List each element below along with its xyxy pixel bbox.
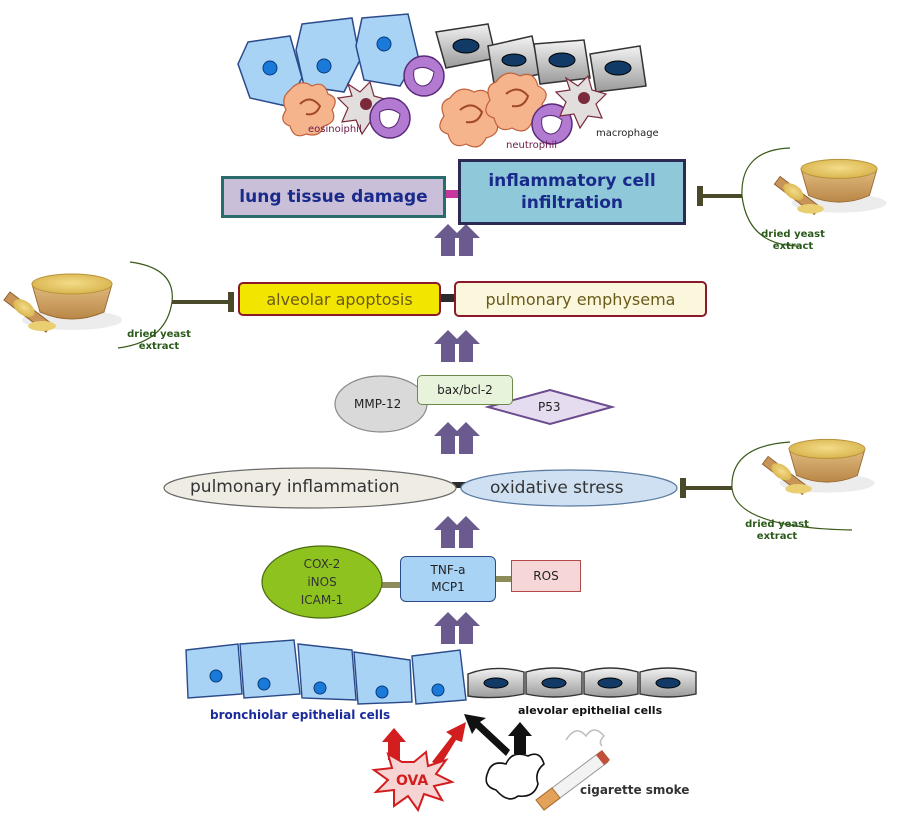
yeast-inhibitor-right bbox=[680, 438, 875, 531]
yeast-left-line2: extract bbox=[138, 341, 180, 352]
yeast-left-line1: dried yeast bbox=[127, 329, 191, 340]
yeast-label-right: dried yeast extract bbox=[732, 518, 822, 544]
bax-bcl2-box: bax/bcl-2 bbox=[417, 375, 513, 405]
yeast-inhibitor-top bbox=[697, 147, 887, 247]
eosinophil-label: eosinoiphil bbox=[308, 124, 362, 135]
cigarette-icon bbox=[535, 729, 610, 811]
alveolar-label: alevolar epithelial cells bbox=[518, 704, 663, 717]
smoke-cloud bbox=[485, 753, 545, 800]
pulmonary-emphysema-label: pulmonary emphysema bbox=[485, 289, 676, 309]
cox2-label: COX-2 bbox=[303, 557, 341, 571]
inflammatory-infiltration-box: inflammatory cell infiltration bbox=[458, 159, 686, 225]
yeast-label-left: dried yeast extract bbox=[114, 328, 204, 354]
tnf-mcp1-box: TNF-a MCP1 bbox=[400, 556, 496, 602]
cox2-oval bbox=[261, 545, 383, 619]
infiltration-line2: infiltration bbox=[520, 193, 624, 213]
oxidative-oval bbox=[460, 469, 678, 507]
mmp12-label: MMP-12 bbox=[354, 397, 402, 411]
ros-label: ROS bbox=[533, 569, 559, 583]
bronchiolar-label: bronchiolar epithelial cells bbox=[210, 708, 391, 722]
macrophage-label: macrophage bbox=[596, 128, 659, 139]
yeast-right-line2: extract bbox=[756, 531, 798, 542]
cox2-group-label: COX-2 iNOS ICAM-1 bbox=[262, 552, 382, 612]
inflammation-oval bbox=[163, 467, 457, 509]
mcp1-label: MCP1 bbox=[431, 580, 465, 594]
tnf-label: TNF-a bbox=[430, 563, 466, 577]
exposure-arrows bbox=[382, 714, 532, 766]
oxidative-stress-label: oxidative stress bbox=[490, 478, 624, 498]
neutrophil-label: neutrophil bbox=[506, 140, 558, 151]
ova-burst bbox=[371, 750, 455, 813]
infiltration-line1: inflammatory cell bbox=[488, 171, 656, 191]
alveolar-apoptosis-label: alveolar apoptosis bbox=[266, 289, 413, 309]
bronchiolar-epithelium bbox=[185, 639, 467, 705]
lung-tissue-damage-label: lung tissue damage bbox=[239, 187, 428, 207]
pulmonary-emphysema-box: pulmonary emphysema bbox=[454, 281, 707, 317]
box-connectors bbox=[382, 190, 512, 588]
lung-tissue-damage-box: lung tissue damage bbox=[221, 176, 446, 218]
yeast-label-top: dried yeast extract bbox=[748, 228, 838, 254]
immune-cell-cluster bbox=[237, 13, 647, 148]
alveolar-apoptosis-box: alveolar apoptosis bbox=[238, 282, 441, 316]
yeast-top-line1: dried yeast bbox=[761, 229, 825, 240]
p53-label: P53 bbox=[538, 400, 561, 414]
pulmonary-inflammation-label: pulmonary inflammation bbox=[190, 477, 400, 497]
yeast-right-line1: dried yeast bbox=[745, 519, 809, 530]
ros-box: ROS bbox=[511, 560, 581, 592]
ova-label: OVA bbox=[396, 773, 429, 789]
icam-label: ICAM-1 bbox=[300, 593, 344, 607]
inos-label: iNOS bbox=[307, 575, 337, 589]
yeast-top-line2: extract bbox=[772, 241, 814, 252]
bax-bcl2-label: bax/bcl-2 bbox=[437, 383, 493, 397]
bronchiolar-nuclei bbox=[209, 669, 445, 699]
cigarette-smoke-label: cigarette smoke bbox=[580, 783, 690, 797]
upregulation-arrows bbox=[434, 224, 480, 644]
alveolar-nuclei bbox=[483, 677, 681, 689]
p53-diamond bbox=[484, 388, 616, 426]
yeast-inhibitor-left bbox=[3, 261, 234, 349]
